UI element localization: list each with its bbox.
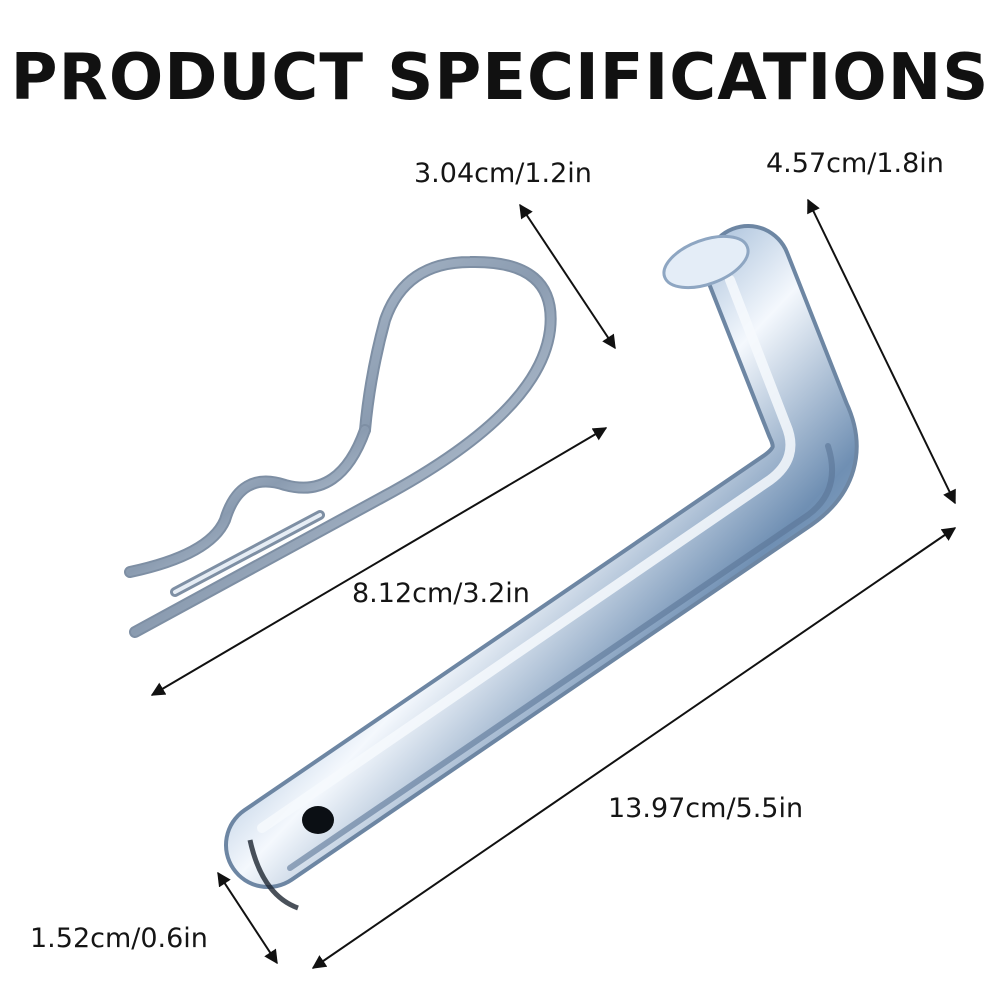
- clip-height-label: 3.04cm/1.2in: [414, 158, 592, 189]
- pin-length-label: 13.97cm/5.5in: [608, 793, 804, 824]
- pin-height-arrow: [807, 198, 956, 505]
- r-clip: [124, 255, 557, 638]
- clip-height-arrow: [519, 203, 616, 350]
- dimension-arrows: [150, 198, 957, 969]
- page-title: PRODUCT SPECIFICATIONS: [10, 41, 990, 115]
- pin-diameter-arrow: [217, 871, 278, 965]
- pin-diameter-label: 1.52cm/0.6in: [30, 923, 208, 954]
- pin-height-label: 4.57cm/1.8in: [766, 148, 944, 179]
- pin-hole: [302, 806, 334, 834]
- pin-length-arrow: [311, 527, 957, 969]
- clip-length-label: 8.12cm/3.2in: [352, 578, 530, 609]
